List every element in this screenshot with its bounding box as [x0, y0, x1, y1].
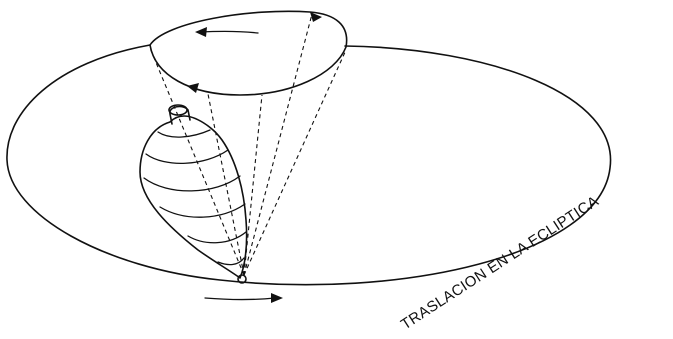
precession-rim-arrow-icon: [310, 12, 322, 22]
precession-inner-arrow-icon: [195, 27, 259, 37]
ecliptic-arrow-icon: [204, 293, 283, 303]
precession-cone-lines: [149, 13, 347, 276]
precession-lower-arrow-icon: [187, 83, 199, 93]
ecliptic-ellipse: [6, 44, 612, 286]
spinning-top: [139, 104, 248, 284]
precession-circle: [149, 10, 348, 96]
diagram-caption: TRASLACION EN LA ECLIPTICA: [398, 193, 602, 334]
